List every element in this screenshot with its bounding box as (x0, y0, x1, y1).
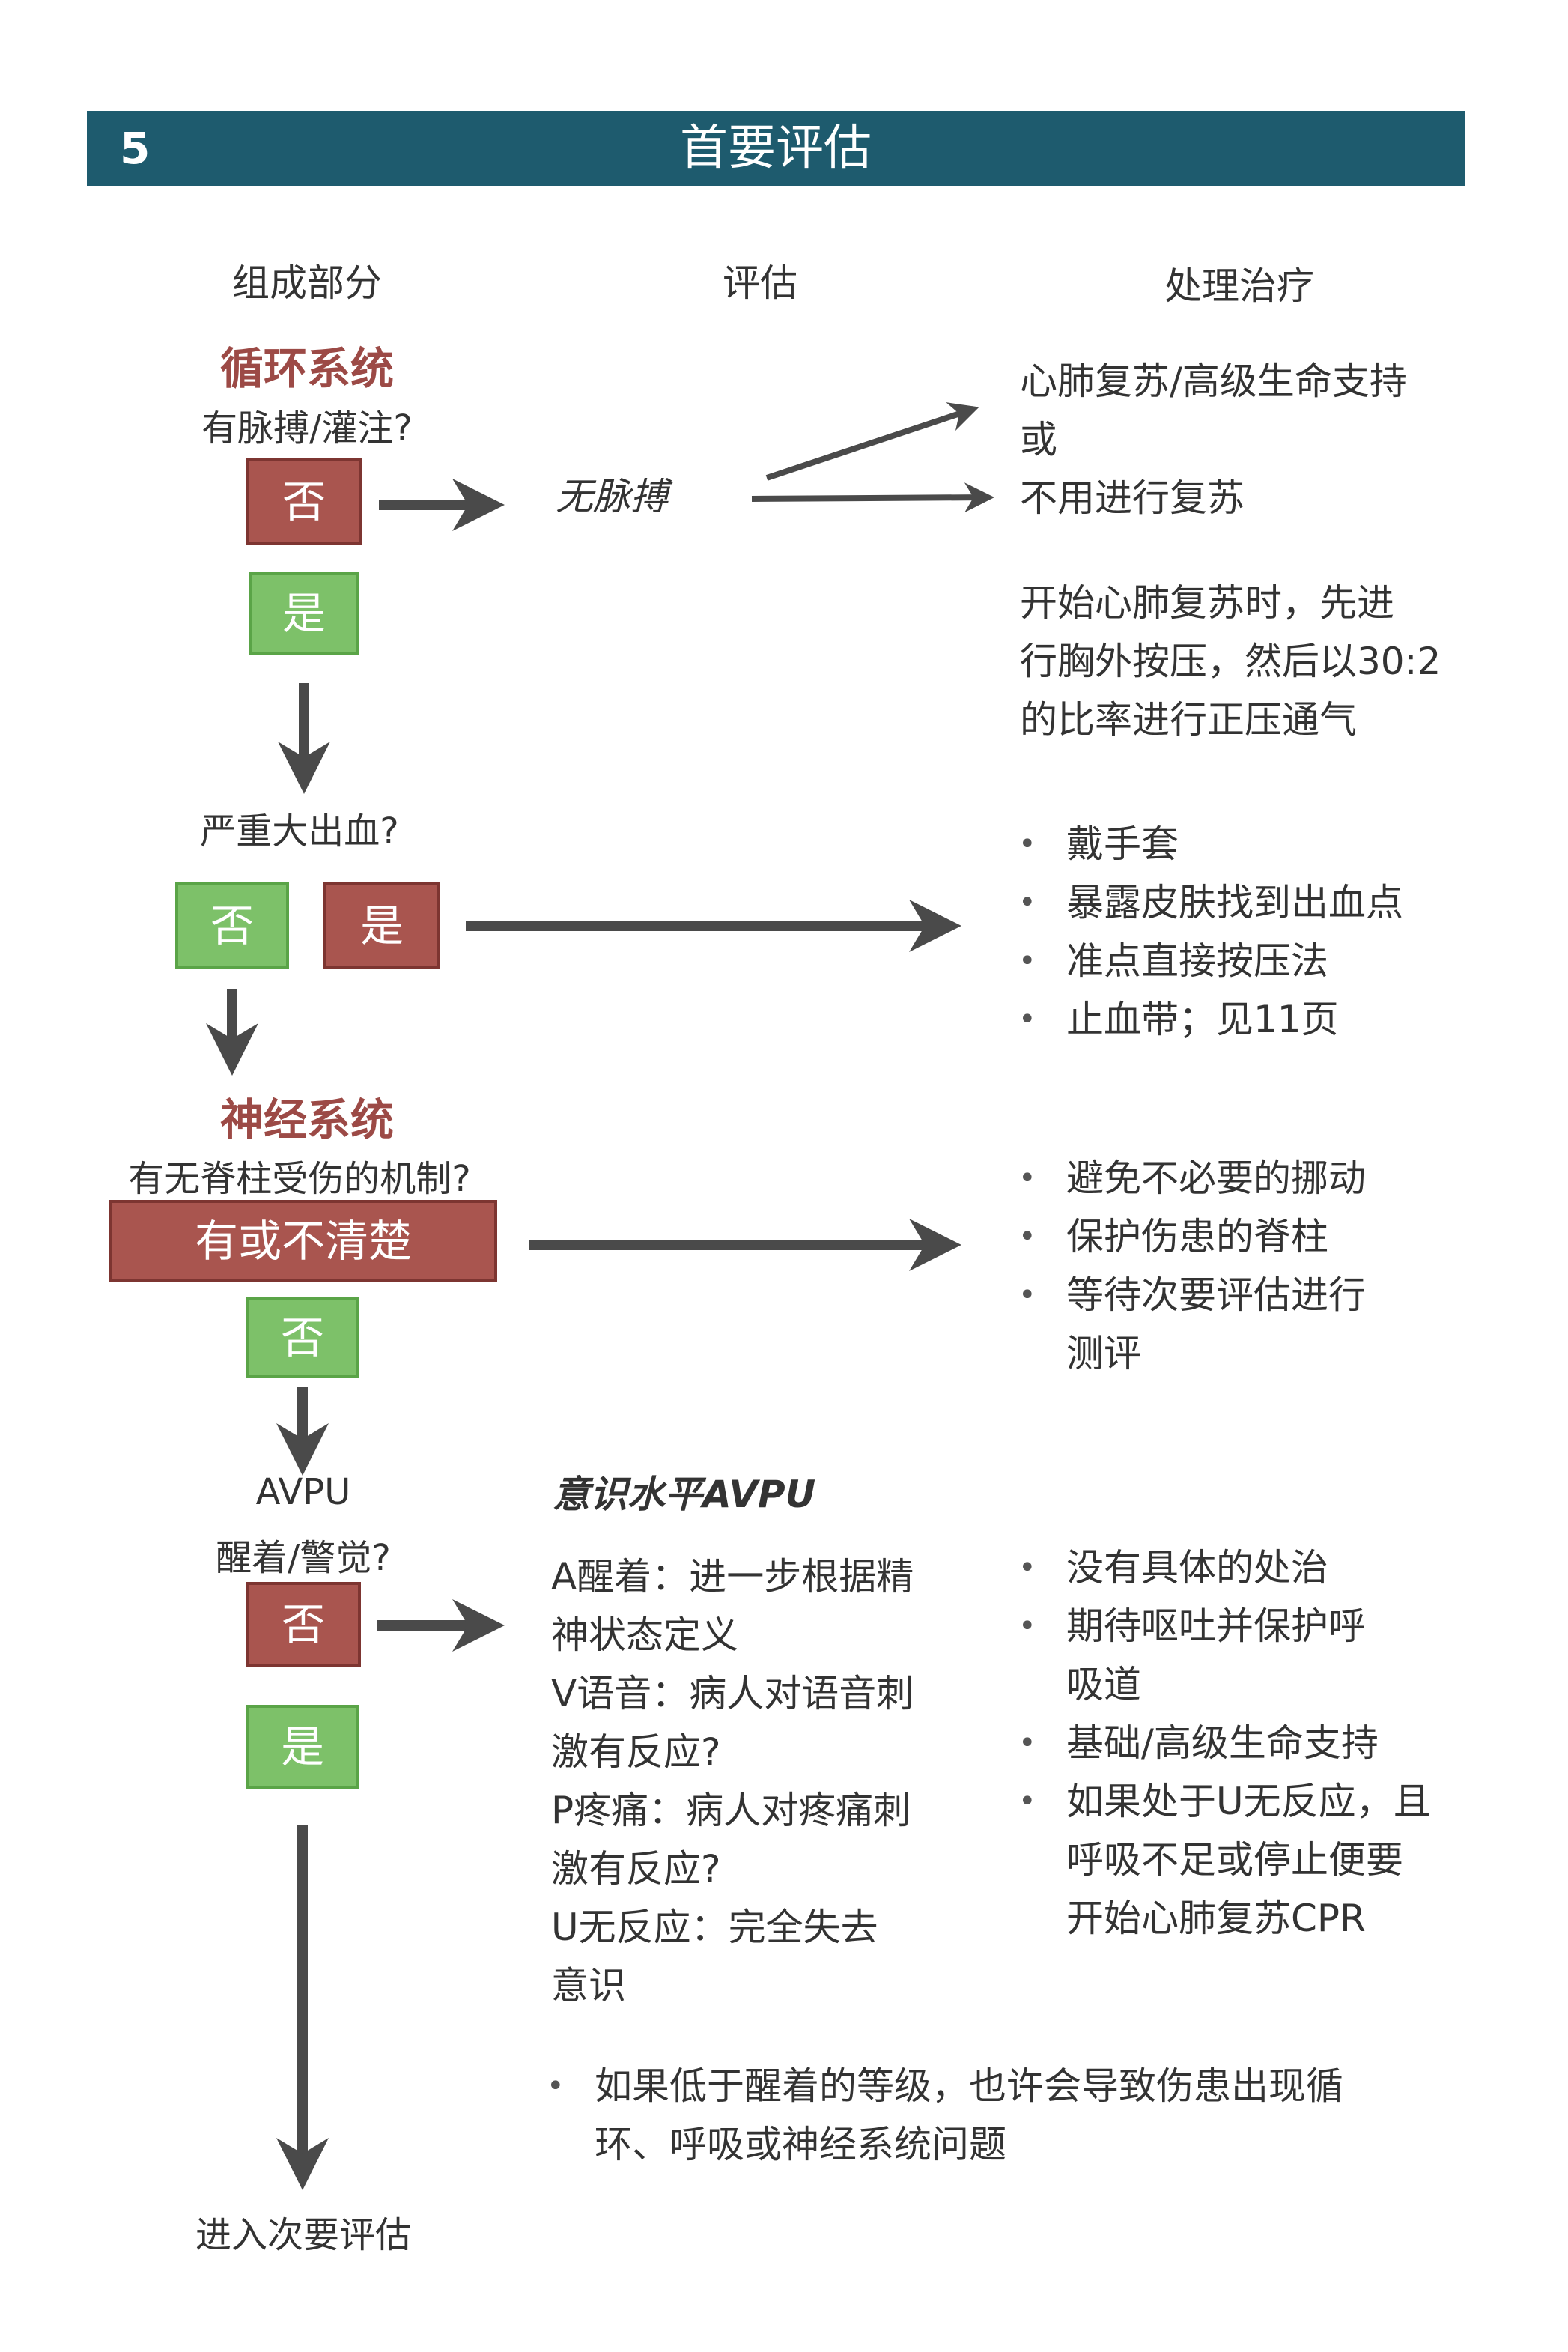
list-item: • 没有具体的处治 (1018, 1539, 1431, 1597)
circulation-treatment-line-1: 心肺复苏/高级生命支持 (1020, 360, 1407, 403)
cpr-note-line-1: 开始心肺复苏时，先进 (1020, 581, 1394, 625)
page-title: 首要评估 (680, 121, 872, 176)
avpu-assessment-line-1: A醒着：进一步根据精 (551, 1555, 914, 1598)
avpu-yes-box: 是 (246, 1705, 359, 1789)
cpr-note-line-2: 行胸外按压，然后以30:2 (1020, 640, 1441, 683)
list-item: • 止血带；见11页 (1018, 990, 1403, 1049)
list-item-text: 止血带；见11页 (1066, 998, 1339, 1041)
list-item: • 如果低于醒着的等级，也许会导致伤患出现循 (547, 2057, 1343, 2115)
list-item: • 准点直接按压法 (1018, 932, 1403, 990)
list-item-continuation: 吸道 (1018, 1655, 1431, 1714)
bullet-icon: • (1018, 827, 1036, 861)
list-item-text: 准点直接按压法 (1066, 939, 1328, 983)
avpu-assessment-line-5: P疼痛：病人对疼痛刺 (551, 1789, 911, 1832)
avpu-question: 醒着/警觉? (216, 1537, 391, 1579)
list-item-text: 如果处于U无反应，且 (1066, 1780, 1431, 1823)
neuro-treatment-list: • 避免不必要的挪动 • 保护伤患的脊柱 • 等待次要评估进行 测评 (1018, 1149, 1366, 1383)
bullet-icon: • (1018, 1551, 1036, 1585)
circulation-treatment-line-2: 或 (1020, 418, 1057, 461)
avpu-assessment-line-4: 激有反应? (551, 1730, 721, 1774)
list-item: • 保护伤患的脊柱 (1018, 1207, 1366, 1266)
list-item-text: 吸道 (1066, 1663, 1141, 1706)
list-item-text: 环、呼吸或神经系统问题 (595, 2123, 1006, 2166)
bullet-icon: • (1018, 1784, 1036, 1819)
section-title-circulation: 循环系统 (219, 343, 394, 394)
neuro-yes-unclear-box: 有或不清楚 (109, 1200, 497, 1282)
arrow-pulseless-to-cpr (765, 402, 979, 481)
list-item: • 基础/高级生命支持 (1018, 1714, 1431, 1772)
list-item: • 等待次要评估进行 (1018, 1266, 1366, 1324)
bleeding-treatment-list: • 戴手套 • 暴露皮肤找到出血点 • 准点直接按压法 • 止血带；见11页 (1018, 815, 1403, 1049)
bleeding-yes-box: 是 (323, 882, 440, 969)
avpu-assessment-line-7: U无反应：完全失去 (551, 1906, 878, 1949)
list-item: • 期待呕吐并保护呼 (1018, 1597, 1431, 1655)
list-item-text: 如果低于醒着的等级，也许会导致伤患出现循 (595, 2064, 1343, 2108)
list-item-continuation: 呼吸不足或停止便要 (1018, 1831, 1431, 1889)
list-item-text: 基础/高级生命支持 (1066, 1721, 1379, 1765)
neuro-question: 有无脊柱受伤的机制? (128, 1158, 471, 1200)
list-item: • 如果处于U无反应，且 (1018, 1772, 1431, 1831)
column-header-treatment: 处理治疗 (1164, 264, 1314, 308)
list-item-text: 保护伤患的脊柱 (1066, 1215, 1328, 1258)
arrow-pulseless-to-no-resus (751, 482, 994, 513)
bullet-icon: • (1018, 1726, 1036, 1760)
list-item-text: 呼吸不足或停止便要 (1066, 1838, 1403, 1882)
bleeding-question: 严重大出血? (200, 810, 399, 852)
next-step-secondary-assessment: 进入次要评估 (195, 2214, 411, 2256)
circulation-no-box: 否 (246, 458, 362, 545)
list-item-text: 没有具体的处治 (1066, 1546, 1328, 1589)
list-item: • 避免不必要的挪动 (1018, 1149, 1366, 1207)
column-header-components: 组成部分 (232, 261, 382, 305)
list-item-text: 暴露皮肤找到出血点 (1066, 881, 1403, 924)
list-item-continuation: 开始心肺复苏CPR (1018, 1889, 1431, 1948)
list-item-text: 戴手套 (1066, 822, 1179, 866)
avpu-treatment-list: • 没有具体的处治 • 期待呕吐并保护呼 吸道 • 基础/高级生命支持 • 如果处于U无… (1018, 1539, 1431, 1948)
list-item: • 戴手套 (1018, 815, 1403, 873)
avpu-no-box: 否 (246, 1582, 361, 1667)
avpu-assessment-line-6: 激有反应? (551, 1847, 721, 1891)
list-item: • 暴露皮肤找到出血点 (1018, 873, 1403, 932)
bullet-icon: • (1018, 944, 1036, 978)
circulation-yes-box: 是 (249, 572, 359, 655)
circulation-assessment-pulseless: 无脉搏 (556, 475, 668, 518)
bullet-icon: • (1018, 1219, 1036, 1254)
bullet-icon: • (547, 2069, 565, 2103)
avpu-assessment-line-8: 意识 (551, 1964, 626, 2007)
bullet-icon: • (1018, 1002, 1036, 1037)
avpu-assessment-title: 意识水平AVPU (553, 1473, 816, 1516)
list-item-continuation: 测评 (1018, 1324, 1366, 1383)
section-title-neuro: 神经系统 (219, 1094, 394, 1145)
header-bar (87, 111, 1465, 186)
section-number: 5 (120, 123, 151, 174)
bullet-icon: • (1018, 1161, 1036, 1195)
list-item-text: 等待次要评估进行 (1066, 1273, 1366, 1317)
circulation-question: 有脉搏/灌注? (201, 407, 413, 449)
avpu-label: AVPU (255, 1471, 351, 1513)
column-header-assessment: 评估 (723, 261, 797, 305)
cpr-note-line-3: 的比率进行正压通气 (1020, 698, 1357, 742)
bullet-icon: • (1018, 1609, 1036, 1643)
list-item-continuation: 环、呼吸或神经系统问题 (547, 2115, 1343, 2174)
list-item-text: 开始心肺复苏CPR (1066, 1897, 1366, 1940)
list-item-text: 期待呕吐并保护呼 (1066, 1604, 1366, 1648)
bullet-icon: • (1018, 1278, 1036, 1312)
circulation-treatment-line-3: 不用进行复苏 (1020, 476, 1245, 520)
avpu-note: • 如果低于醒着的等级，也许会导致伤患出现循 环、呼吸或神经系统问题 (547, 2057, 1343, 2174)
neuro-no-box: 否 (246, 1297, 359, 1378)
list-item-text: 测评 (1066, 1332, 1141, 1375)
avpu-assessment-line-2: 神状态定义 (551, 1613, 738, 1657)
bleeding-no-box: 否 (175, 882, 289, 969)
avpu-assessment-line-3: V语音：病人对语音刺 (551, 1672, 914, 1715)
list-item-text: 避免不必要的挪动 (1066, 1157, 1366, 1200)
bullet-icon: • (1018, 885, 1036, 920)
